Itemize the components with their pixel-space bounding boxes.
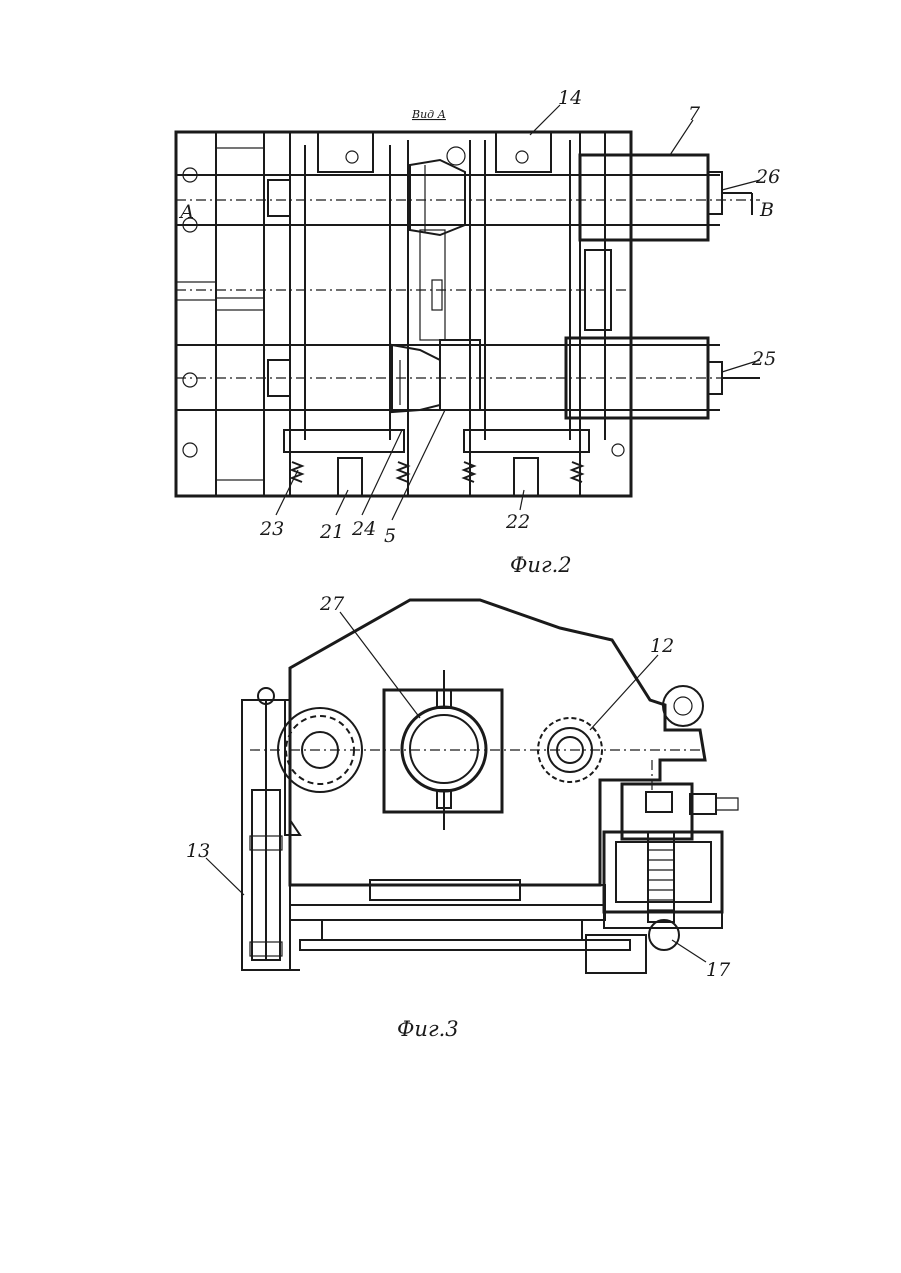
- view-label: Вид А: [411, 108, 446, 121]
- marker-21: 21: [319, 521, 344, 543]
- marker-25: 25: [751, 348, 776, 370]
- marker-26: 26: [755, 166, 780, 188]
- side-letter-label: А: [178, 201, 194, 223]
- marker-5: 5: [384, 525, 396, 547]
- marker-27: 27: [319, 593, 345, 615]
- figure-3-caption: Фиг.3: [397, 1017, 459, 1041]
- marker-24: 24: [351, 518, 376, 540]
- marker-23: 23: [259, 518, 284, 540]
- marker-22: 22: [505, 511, 530, 533]
- marker-12: 12: [650, 635, 674, 657]
- figure-2-caption: Фиг.2: [510, 553, 572, 577]
- marker-14: 14: [558, 87, 582, 109]
- figure-2: Вид А А 14 7 26 В 25 23 21 24 5 22 Фиг.2: [176, 87, 780, 577]
- marker-13: 13: [186, 840, 210, 862]
- arrow-label-b: В: [759, 199, 774, 221]
- marker-7: 7: [688, 103, 701, 125]
- marker-17: 17: [706, 959, 731, 981]
- figure-3: 27 12 13 17 Фиг.3: [186, 593, 738, 1041]
